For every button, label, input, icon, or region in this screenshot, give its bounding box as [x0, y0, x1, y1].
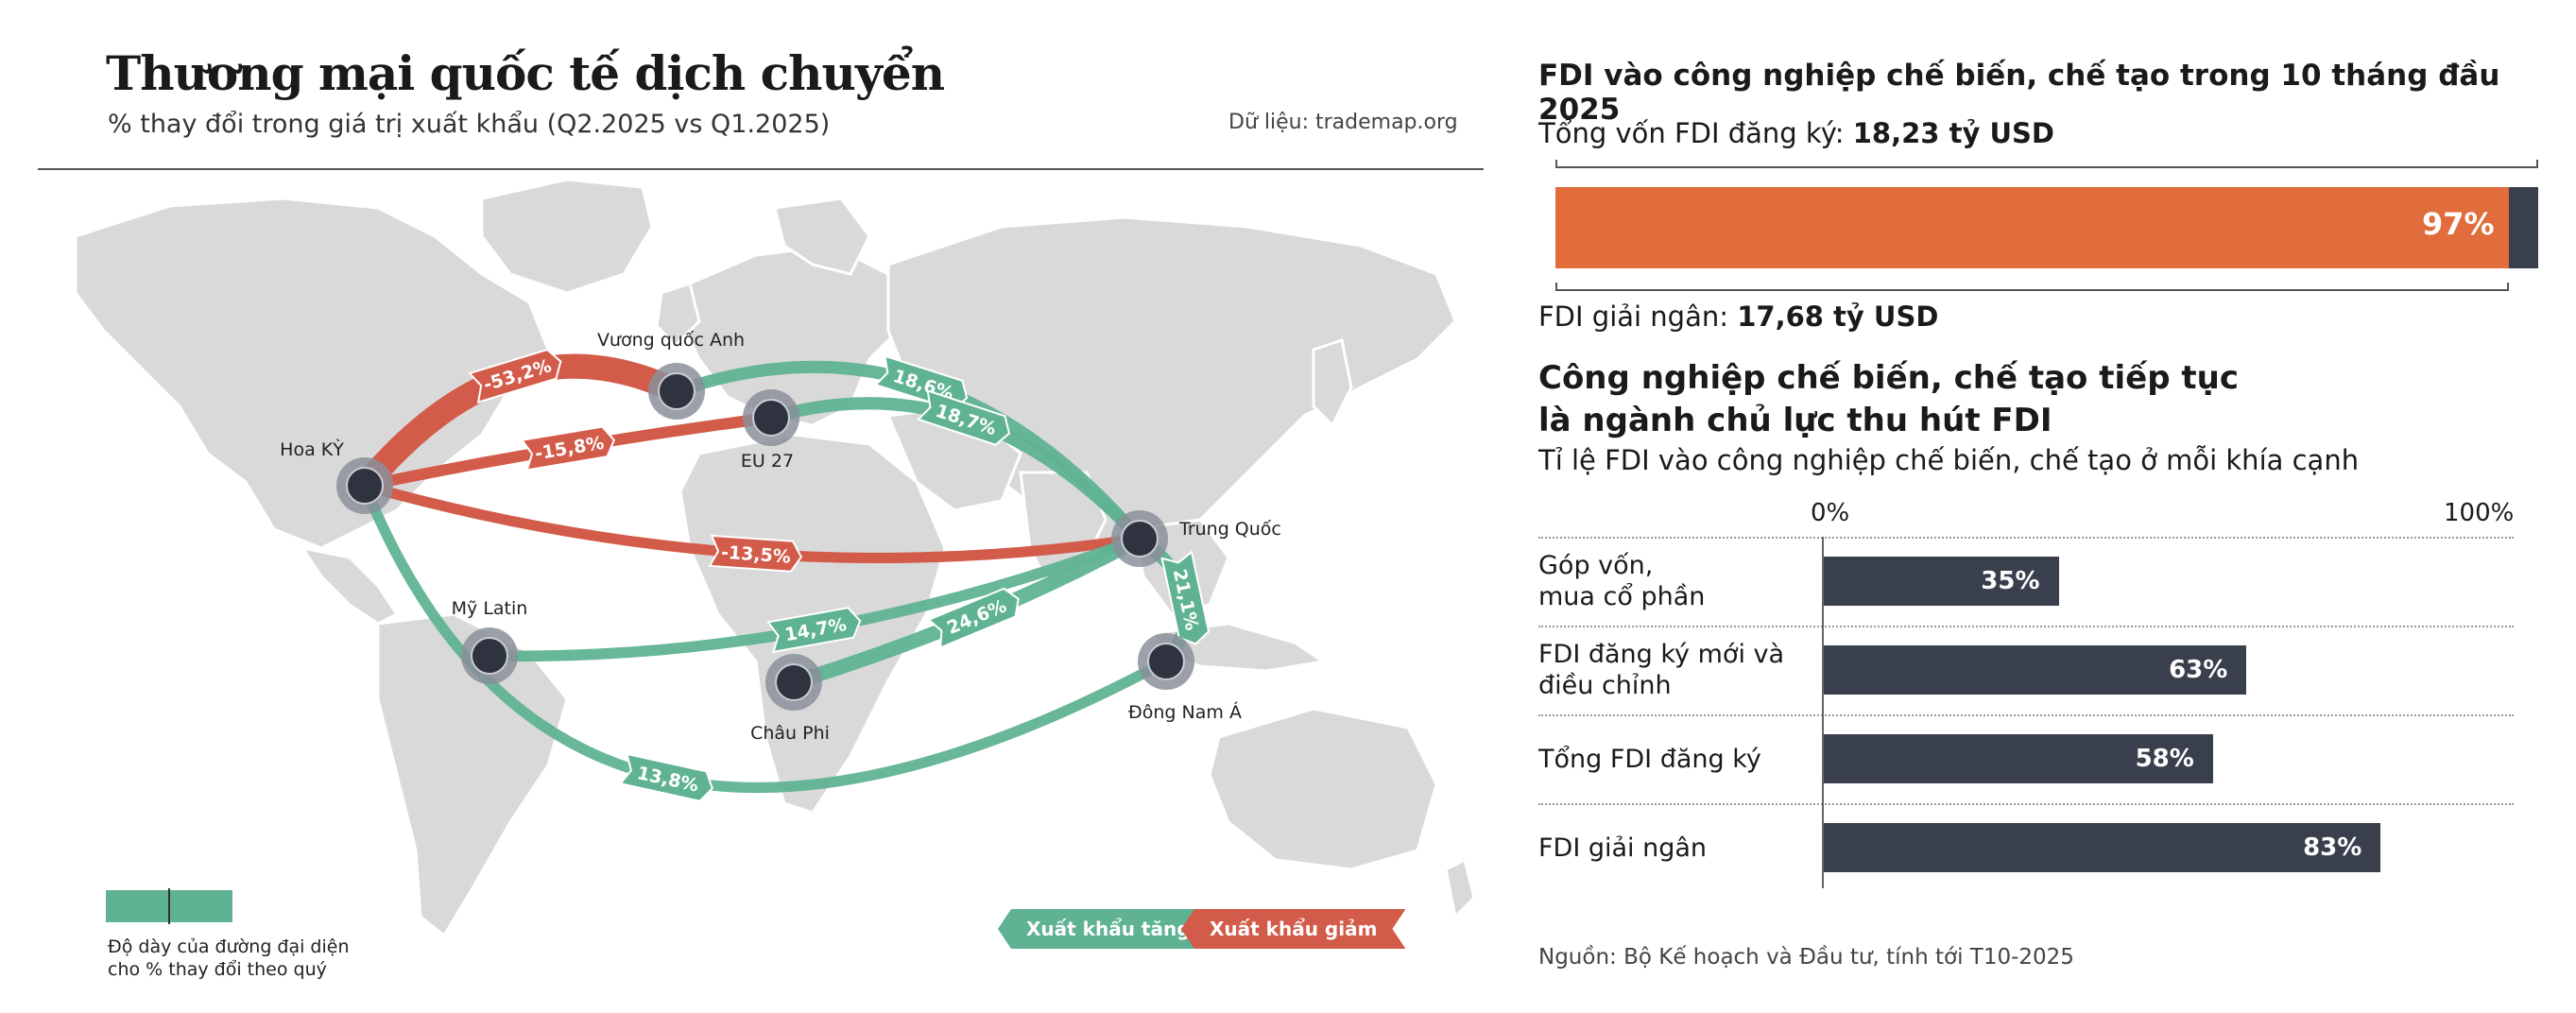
category-label-line: điều chỉnh: [1538, 671, 1672, 700]
bar-value-label-3: 83%: [2303, 833, 2362, 862]
bar-value-label-0: 35%: [1981, 567, 2040, 595]
node-label-latam: Mỹ Latin: [452, 598, 528, 619]
legend-export-down: Xuất khẩu giảm: [1181, 909, 1405, 949]
node-label-uk: Vương quốc Anh: [597, 330, 745, 351]
category-label-line: mua cổ phần: [1538, 582, 1706, 611]
flow-label-text: -13,5%: [720, 542, 791, 568]
node-latam: [471, 637, 508, 675]
fdi-registered: Tổng vốn FDI đăng ký: 18,23 tỷ USD: [1538, 117, 2054, 149]
flow-label-tag: [766, 607, 862, 654]
fdi-disbursed-label: FDI giải ngân:: [1538, 300, 1738, 333]
bar-axis-line: [1822, 537, 1824, 888]
row-separator: [1538, 714, 2514, 716]
category-label-line: Góp vốn,: [1538, 551, 1654, 580]
node-africa: [775, 663, 813, 701]
flow-label-tag: [708, 534, 803, 573]
node-china: [1121, 520, 1159, 558]
fdi-disbursed-bar: [1555, 187, 2509, 268]
flow-label-sea-usa: 13,8%: [618, 752, 713, 802]
region-nodes: Hoa KỲ Vương quốc Anh EU 27 Trung Quốc Mỹ La…: [280, 330, 1281, 744]
flow-label-eu-usa: -15,8%: [520, 425, 615, 472]
category-label-line: FDI đăng ký mới và: [1538, 640, 1785, 669]
node-label-china: Trung Quốc: [1178, 519, 1281, 540]
fdi-disbursed: FDI giải ngân: 17,68 tỷ USD: [1538, 300, 1938, 333]
section-title: Công nghiệp chế biến, chế tạo tiếp tục l…: [1538, 357, 2239, 442]
fdi-registered-label: Tổng vốn FDI đăng ký:: [1538, 117, 1853, 149]
flow-label-china-eu: 18,7%: [916, 388, 1011, 446]
legend-export-up: Xuất khẩu tăng: [998, 909, 1219, 949]
category-label-2: Tổng FDI đăng ký: [1538, 744, 1761, 775]
flow-label-tag: [520, 425, 615, 472]
map-source: Dữ liệu: trademap.org: [1228, 111, 1458, 134]
disbursed-span-line: [1555, 283, 2509, 291]
axis-max-label: 100%: [2444, 499, 2515, 527]
source-note: Nguồn: Bộ Kế hoạch và Đầu tư, tính tới T…: [1538, 945, 2074, 970]
bar-value-label-1: 63%: [2169, 656, 2228, 684]
flow-label-china-latam: 14,7%: [766, 607, 862, 654]
node-label-eu: EU 27: [741, 451, 794, 472]
row-separator: [1538, 626, 2514, 627]
thickness-legend: [106, 888, 232, 924]
bar-value-label-2: 58%: [2135, 745, 2194, 773]
legend-title-line-1: Độ dày của đường đại diện: [108, 936, 350, 957]
fdi-registered-value: 18,23 tỷ USD: [1852, 117, 2054, 149]
registered-span-line: [1555, 160, 2538, 168]
legend-title-line-2: cho % thay đổi theo quý: [108, 959, 327, 980]
row-separator-top: [1538, 537, 2514, 539]
flow-label-tag: [618, 752, 713, 802]
row-separator: [1538, 803, 2514, 805]
node-sea: [1147, 643, 1185, 680]
category-label-0: Góp vốn,mua cổ phần: [1538, 550, 1705, 612]
section-title-line-1: Công nghiệp chế biến, chế tạo tiếp tục: [1538, 359, 2239, 397]
section-subtitle: Tỉ lệ FDI vào công nghiệp chế biến, chế …: [1538, 444, 2360, 476]
category-label-line: FDI giải ngân: [1538, 833, 1708, 863]
node-label-usa: Hoa KỲ: [280, 438, 344, 460]
flow-label-tag: [927, 587, 1020, 649]
map-title: Thương mại quốc tế dịch chuyển: [106, 45, 945, 101]
category-label-line: Tổng FDI đăng ký: [1538, 744, 1761, 774]
bar-3: [1824, 823, 2381, 872]
flow-label-china-usa: -13,5%: [708, 534, 803, 573]
category-label-3: FDI giải ngân: [1538, 833, 1707, 864]
section-title-line-2: là ngành chủ lực thu hút FDI: [1538, 402, 2052, 439]
fdi-disbursed-value: 17,68 tỷ USD: [1737, 300, 1939, 333]
fdi-title: FDI vào công nghiệp chế biến, chế tạo tr…: [1538, 59, 2500, 127]
flow-label-tag: [916, 388, 1011, 446]
flow-value-labels: -53,2%-15,8%-13,5%18,6%18,7%21,1%14,7%24…: [467, 348, 1211, 802]
legend-title: Độ dày của đường đại diện cho % thay đổi…: [108, 936, 350, 981]
node-usa: [346, 467, 384, 505]
axis-min-label: 0%: [1811, 499, 1850, 527]
flow-label-tag: [467, 348, 562, 404]
node-label-sea: Đông Nam Á: [1128, 701, 1242, 723]
bar-1: [1824, 645, 2247, 695]
node-uk: [658, 372, 696, 410]
map-subtitle: % thay đổi trong giá trị xuất khẩu (Q2.2…: [108, 110, 831, 139]
fdi-ratio-label: 97%: [2422, 206, 2495, 242]
node-eu: [752, 399, 790, 437]
node-label-africa: Châu Phi: [750, 723, 830, 744]
bar-2: [1824, 734, 2213, 783]
map-divider: [38, 168, 1484, 170]
bar-0: [1824, 557, 2059, 606]
flow-map: -53,2%-15,8%-13,5%18,6%18,7%21,1%14,7%24…: [74, 178, 1476, 938]
